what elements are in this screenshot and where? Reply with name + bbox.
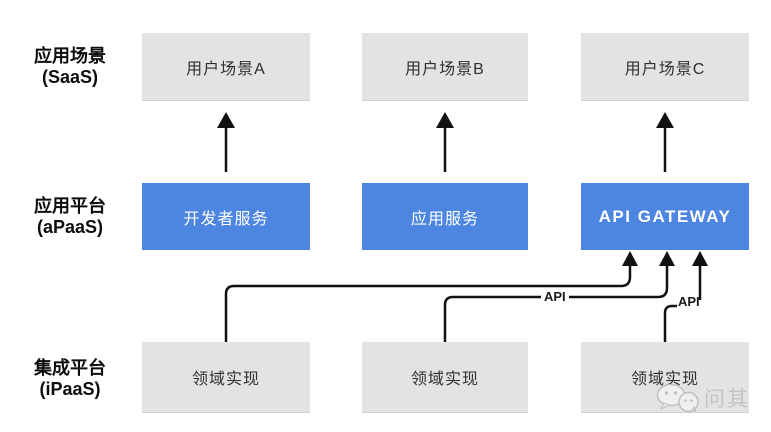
node-developer-service: 开发者服务 bbox=[142, 183, 310, 250]
node-app-service: 应用服务 bbox=[362, 183, 528, 250]
wechat-icon bbox=[656, 383, 699, 413]
node-domain-impl-1: 领域实现 bbox=[142, 342, 310, 413]
node-domain-impl-2: 领域实现 bbox=[362, 342, 528, 413]
watermark: 问其 bbox=[656, 383, 750, 413]
connector-domain1-to-gateway bbox=[224, 265, 632, 342]
connector-domain3-to-gateway bbox=[663, 304, 677, 342]
node-api-gateway: API GATEWAY bbox=[581, 183, 749, 250]
layer-label-apaas: 应用平台 (aPaaS) bbox=[34, 196, 106, 237]
watermark-text: 问其 bbox=[704, 388, 750, 411]
arrowhead-up-b bbox=[436, 112, 454, 128]
arrowhead-up-c bbox=[656, 112, 674, 128]
api-label-right: API bbox=[678, 294, 700, 309]
arrowhead-gateway-2 bbox=[659, 251, 675, 266]
node-user-scenario-b: 用户场景B bbox=[362, 33, 528, 101]
layer-label-ipaas: 集成平台 (iPaaS) bbox=[34, 358, 106, 399]
node-user-scenario-c: 用户场景C bbox=[581, 33, 749, 101]
api-label-mid: API bbox=[541, 290, 569, 304]
arrowhead-gateway-1 bbox=[622, 251, 638, 266]
arrowhead-gateway-3 bbox=[692, 251, 708, 266]
node-user-scenario-a: 用户场景A bbox=[142, 33, 310, 101]
layer-label-saas: 应用场景 (SaaS) bbox=[34, 46, 106, 87]
arrowhead-up-a bbox=[217, 112, 235, 128]
